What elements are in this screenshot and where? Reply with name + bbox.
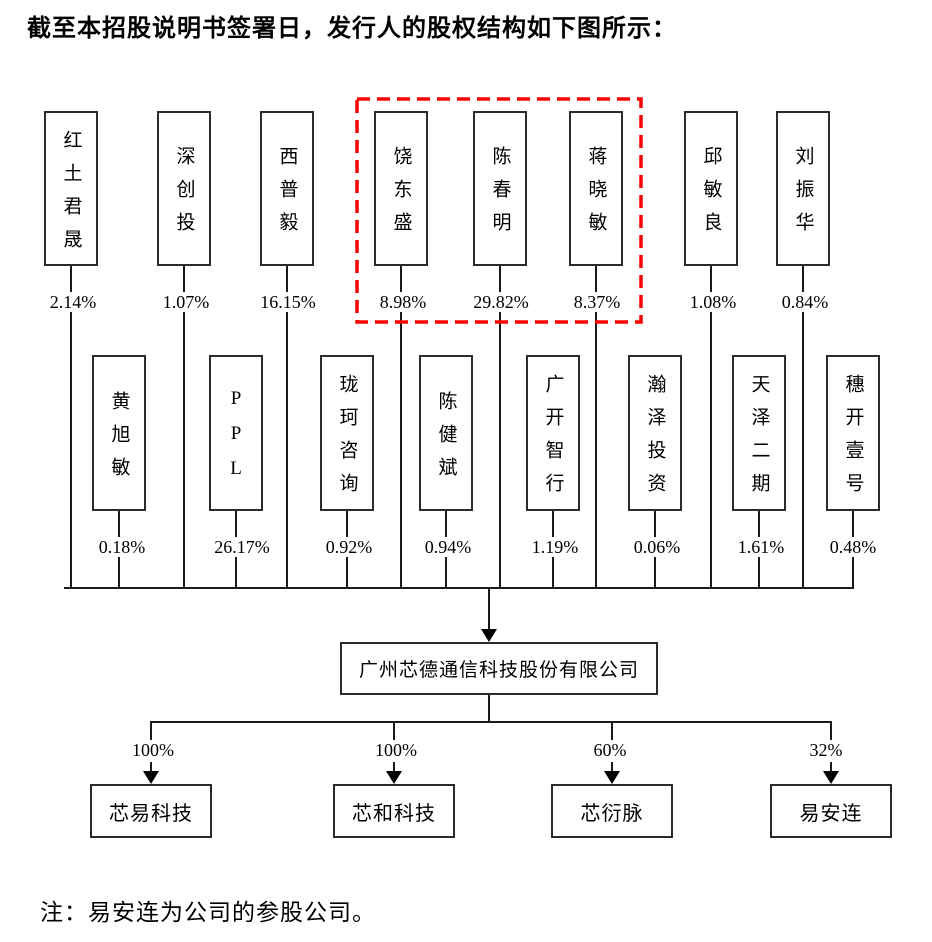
ownership-pct: 32% [806, 740, 846, 760]
ownership-pct: 0.94% [421, 537, 475, 557]
shareholder-name: 西普毅 [276, 146, 298, 245]
footnote: 注：易安连为公司的参股公司。 [40, 900, 376, 925]
shareholder-name: 珑珂咨询 [336, 374, 358, 506]
ownership-pct: 1.07% [159, 292, 213, 312]
shareholder-box: 红土君晟 [44, 111, 98, 266]
subsidiary-bus-line [151, 721, 832, 723]
shareholder-box: 黄旭敏 [92, 355, 146, 511]
arrow-down-icon [143, 771, 159, 784]
shareholder-box: 深创投 [157, 111, 211, 266]
arrow-down-icon [386, 771, 402, 784]
page-title: 截至本招股说明书签署日，发行人的股权结构如下图所示： [27, 16, 677, 42]
ownership-pct: 29.82% [470, 292, 532, 312]
shareholder-name: 蒋晓敏 [585, 146, 607, 245]
ownership-pct: 0.92% [322, 537, 376, 557]
subsidiary-box: 芯易科技 [90, 784, 212, 838]
shareholder-name: 陈春明 [489, 146, 511, 245]
connector-line [488, 587, 490, 631]
shareholder-box: 西普毅 [260, 111, 314, 266]
connector-line [393, 721, 395, 740]
connector-line [830, 721, 832, 740]
shareholder-name: 广开智行 [542, 374, 564, 506]
connector-line [802, 266, 804, 587]
subsidiary-box: 芯和科技 [333, 784, 455, 838]
subsidiary-name: 易安连 [799, 802, 863, 825]
connector-line [70, 266, 72, 587]
arrow-down-icon [823, 771, 839, 784]
shareholder-name: PPL [225, 387, 247, 493]
shareholder-name: 天泽二期 [748, 374, 770, 506]
shareholder-name: 红土君晟 [60, 129, 82, 262]
ownership-pct: 1.19% [528, 537, 582, 557]
shareholder-box: 陈健斌 [419, 355, 473, 511]
issuer-box: 广州芯德通信科技股份有限公司 [340, 642, 658, 695]
shareholder-bus-line [64, 587, 854, 589]
shareholder-box: 蒋晓敏 [569, 111, 623, 266]
ownership-pct: 8.98% [376, 292, 430, 312]
ownership-pct: 0.84% [778, 292, 832, 312]
shareholder-box: 瀚泽投资 [628, 355, 682, 511]
shareholder-box: 天泽二期 [732, 355, 786, 511]
shareholder-name: 深创投 [173, 146, 195, 245]
subsidiary-box: 芯衍脉 [551, 784, 673, 838]
ownership-pct: 0.48% [826, 537, 880, 557]
shareholder-name: 刘振华 [792, 146, 814, 245]
shareholder-box: 珑珂咨询 [320, 355, 374, 511]
connector-line [400, 266, 402, 587]
connector-line [488, 695, 490, 723]
connector-line [710, 266, 712, 587]
shareholder-name: 黄旭敏 [108, 390, 130, 490]
connector-line [393, 762, 395, 773]
shareholder-name: 饶东盛 [390, 146, 412, 245]
shareholder-name: 陈健斌 [435, 390, 457, 490]
connector-line [150, 762, 152, 773]
shareholder-box: 陈春明 [473, 111, 527, 266]
shareholder-box: 穗开壹号 [826, 355, 880, 511]
shareholder-box: PPL [209, 355, 263, 511]
shareholder-box: 饶东盛 [374, 111, 428, 266]
subsidiary-name: 芯和科技 [352, 802, 436, 825]
shareholder-name: 穗开壹号 [842, 374, 864, 506]
arrow-down-icon [604, 771, 620, 784]
connector-line [611, 762, 613, 773]
shareholder-box: 刘振华 [776, 111, 830, 266]
ownership-pct: 100% [372, 740, 420, 760]
shareholder-name: 邱敏良 [700, 146, 722, 245]
connector-line [830, 762, 832, 773]
ownership-pct: 1.08% [686, 292, 740, 312]
subsidiary-box: 易安连 [770, 784, 892, 838]
shareholder-box: 邱敏良 [684, 111, 738, 266]
ownership-pct: 16.15% [257, 292, 319, 312]
ownership-pct: 2.14% [46, 292, 100, 312]
shareholder-name: 瀚泽投资 [644, 374, 666, 506]
subsidiary-name: 芯易科技 [109, 802, 193, 825]
connector-line [595, 266, 597, 587]
connector-line [286, 266, 288, 587]
ownership-pct: 26.17% [211, 537, 273, 557]
controlling-shareholders-highlight-frame [355, 97, 643, 324]
ownership-pct: 60% [590, 740, 630, 760]
connector-line [611, 721, 613, 740]
shareholder-box: 广开智行 [526, 355, 580, 511]
issuer-name: 广州芯德通信科技股份有限公司 [358, 660, 639, 681]
subsidiary-name: 芯衍脉 [580, 802, 644, 825]
ownership-pct: 0.18% [95, 537, 149, 557]
ownership-pct: 100% [129, 740, 177, 760]
ownership-pct: 1.61% [734, 537, 788, 557]
connector-line [183, 266, 185, 587]
ownership-pct: 0.06% [630, 537, 684, 557]
connector-line [499, 266, 501, 587]
ownership-pct: 8.37% [570, 292, 624, 312]
connector-line [150, 721, 152, 740]
arrow-down-icon [481, 629, 497, 642]
